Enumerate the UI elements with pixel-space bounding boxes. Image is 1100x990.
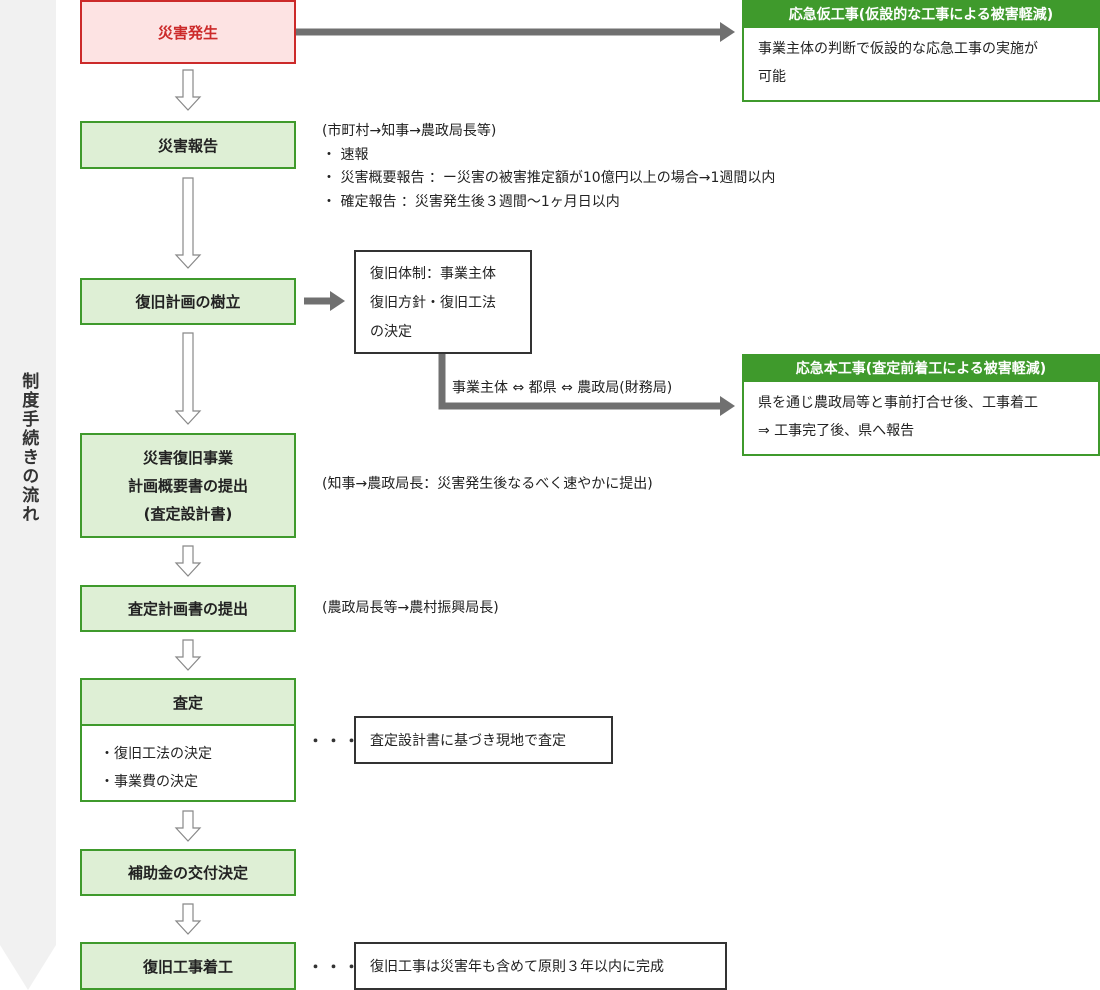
emergency-temp-line: 事業主体の判断で仮設的な応急工事の実施が (758, 41, 1038, 57)
emergency-main-title: 応急本工事(査定前着工による被害軽減) (744, 356, 1098, 382)
arrow-head-emergency-main (720, 396, 735, 416)
submit-note: (知事→農政局長：災害発生後なるべく速やかに提出) (322, 476, 653, 492)
assess-ellipsis: ・・・ (308, 732, 363, 750)
step-submit-line1: 災害復旧事業 (142, 448, 233, 467)
step-assess: 査定 ・復旧工法の決定 ・事業費の決定 (80, 678, 296, 802)
step-report-label: 災害報告 (157, 136, 218, 155)
step-submit-line2: 計画概要書の提出 (127, 476, 248, 495)
assess-plan-note: (農政局長等→農村振興局長) (322, 600, 499, 616)
down-arrow-1 (174, 69, 202, 111)
emergency-main-line: 県を通じ農政局等と事前打合せ後、工事着工 (758, 395, 1038, 411)
report-item: ・ 災害概要報告 ：ー災害の被害推定額が10億円以上の場合→1週間以内 (322, 170, 776, 186)
report-notes: (市町村→知事→農政局長等) ・ 速報 ・ 災害概要報告 ：ー災害の被害推定額が… (322, 120, 775, 214)
down-arrow-4 (174, 545, 202, 577)
step-assess-plan: 査定計画書の提出 (80, 585, 296, 632)
emergency-main-line: ⇒ 工事完了後、県へ報告 (758, 423, 915, 439)
emergency-temp-line: 可能 (758, 69, 786, 85)
arrow-head-plan-box (330, 291, 345, 311)
emergency-temp-title: 応急仮工事(仮設的な工事による被害軽減) (744, 2, 1098, 28)
step-report: 災害報告 (80, 121, 296, 169)
step-assess-label: 査定 (82, 680, 294, 726)
step-disaster: 災害発生 (80, 0, 296, 64)
down-arrow-5 (174, 639, 202, 671)
route-note: 事業主体 ⇔ 都県 ⇔ 農政局(財務局) (452, 380, 673, 396)
assess-item: ・事業費の決定 (100, 774, 198, 790)
flow-band-tip (0, 945, 56, 990)
start-note: 復旧工事は災害年も含めて原則３年以内に完成 (370, 959, 664, 975)
flow-band (0, 0, 56, 945)
down-arrow-7 (174, 903, 202, 935)
step-start-label: 復旧工事着工 (142, 957, 233, 976)
assess-note: 査定設計書に基づき現地で査定 (370, 733, 566, 749)
emergency-temp-box: 応急仮工事(仮設的な工事による被害軽減) 事業主体の判断で仮設的な応急工事の実施… (742, 0, 1100, 102)
step-plan-label: 復旧計画の樹立 (135, 293, 241, 311)
emergency-main-box: 応急本工事(査定前着工による被害軽減) 県を通じ農政局等と事前打合せ後、工事着工… (742, 354, 1100, 456)
assess-items: ・復旧工法の決定 ・事業費の決定 (82, 726, 294, 796)
report-item: ・ 速報 (322, 146, 369, 163)
report-item: ・ 確定報告 ：災害発生後３週間〜1ヶ月日以内 (322, 193, 620, 210)
plan-box-line: 復旧方針・復旧工法 (370, 295, 496, 311)
plan-box-line: 復旧体制：事業主体 (370, 266, 496, 282)
down-arrow-6 (174, 810, 202, 842)
step-start: 復旧工事着工 (80, 942, 296, 990)
down-arrow-2 (174, 177, 202, 269)
assess-item: ・復旧工法の決定 (100, 746, 212, 762)
step-disaster-label: 災害発生 (157, 23, 218, 42)
step-submit-line3: (査定設計書) (143, 504, 233, 523)
arrow-head-emergency-temp (720, 22, 735, 42)
start-ellipsis: ・・・ (308, 958, 363, 976)
assess-note-box: 査定設計書に基づき現地で査定 (354, 716, 613, 764)
plan-decision-box: 復旧体制：事業主体 復旧方針・復旧工法 の決定 (354, 250, 532, 354)
step-grant-label: 補助金の交付決定 (127, 864, 248, 882)
plan-box-line: の決定 (370, 324, 412, 340)
report-route: (市町村→知事→農政局長等) (322, 123, 497, 139)
step-grant: 補助金の交付決定 (80, 849, 296, 896)
start-note-box: 復旧工事は災害年も含めて原則３年以内に完成 (354, 942, 727, 990)
step-plan: 復旧計画の樹立 (80, 278, 296, 325)
arrow-to-emergency-main (438, 354, 722, 410)
down-arrow-3 (174, 332, 202, 425)
step-submit: 災害復旧事業 計画概要書の提出 (査定設計書) (80, 433, 296, 538)
side-label: 制度手続きの流れ (18, 372, 39, 524)
step-assess-plan-label: 査定計画書の提出 (127, 600, 248, 618)
